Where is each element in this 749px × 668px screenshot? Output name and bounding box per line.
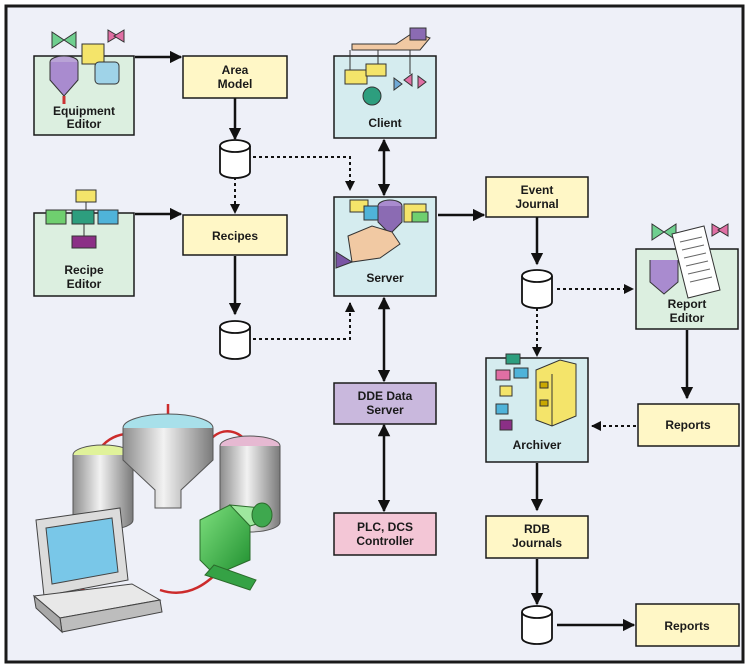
client-node[interactable]: Client <box>333 55 437 139</box>
dde-data-server-label-line1: DDE Data <box>358 389 413 403</box>
solid-connectors <box>135 50 694 632</box>
rdb-journals-node[interactable]: RDB Journals <box>485 515 589 559</box>
event-journal-node[interactable]: Event Journal <box>485 176 589 218</box>
area-model-label-line1: Area <box>222 63 249 77</box>
database-icon <box>219 139 251 179</box>
area-model-label-line2: Model <box>218 77 253 91</box>
plc-dcs-label-line1: PLC, DCS <box>357 520 413 534</box>
server-hand-icon <box>335 199 429 269</box>
recipes-node[interactable]: Recipes <box>182 214 288 256</box>
reports-node[interactable]: Reports <box>635 603 740 647</box>
document-icon <box>649 223 729 299</box>
recipes-label: Recipes <box>212 229 258 243</box>
dotted-db2-to-server <box>253 302 355 340</box>
recipe-editor-label-line1: Recipe <box>64 263 104 277</box>
rdb-journals-label-line2: Journals <box>512 536 562 550</box>
recipe-editor-label-line2: Editor <box>67 277 102 291</box>
equipment-editor-label-line1: Equipment <box>53 104 115 118</box>
event-journal-label-line1: Event <box>521 183 554 197</box>
reports-upper-label: Reports <box>665 418 711 432</box>
database-icon <box>219 320 251 360</box>
client-label: Client <box>368 116 401 130</box>
reports-lower-label: Reports <box>664 619 710 633</box>
area-model-node[interactable]: Area Model <box>182 55 288 99</box>
plant-equipment-illustration <box>32 404 281 634</box>
dde-data-server-label-line2: Server <box>366 403 404 417</box>
event-journal-label-line2: Journal <box>515 197 558 211</box>
recipe-tree-icon <box>45 189 119 249</box>
equipment-icon <box>49 29 125 104</box>
reports-node[interactable]: Reports <box>637 403 740 447</box>
plc-dcs-controller-node[interactable]: PLC, DCS Controller <box>333 512 437 556</box>
database-icon <box>521 269 553 309</box>
dde-data-server-node[interactable]: DDE Data Server <box>333 382 437 425</box>
dotted-connectors <box>230 156 636 431</box>
archiver-label: Archiver <box>513 438 562 452</box>
report-editor-label-line2: Editor <box>670 311 705 325</box>
equipment-editor-label-line2: Editor <box>67 117 102 131</box>
server-label: Server <box>366 271 404 285</box>
rdb-journals-label-line1: RDB <box>524 522 550 536</box>
report-editor-label-line1: Report <box>668 297 707 311</box>
dotted-db1-to-server <box>253 156 355 191</box>
plc-dcs-label-line2: Controller <box>356 534 414 548</box>
filing-cabinet-icon <box>495 353 577 431</box>
client-hand-icon <box>344 27 431 106</box>
database-icon <box>521 605 553 645</box>
